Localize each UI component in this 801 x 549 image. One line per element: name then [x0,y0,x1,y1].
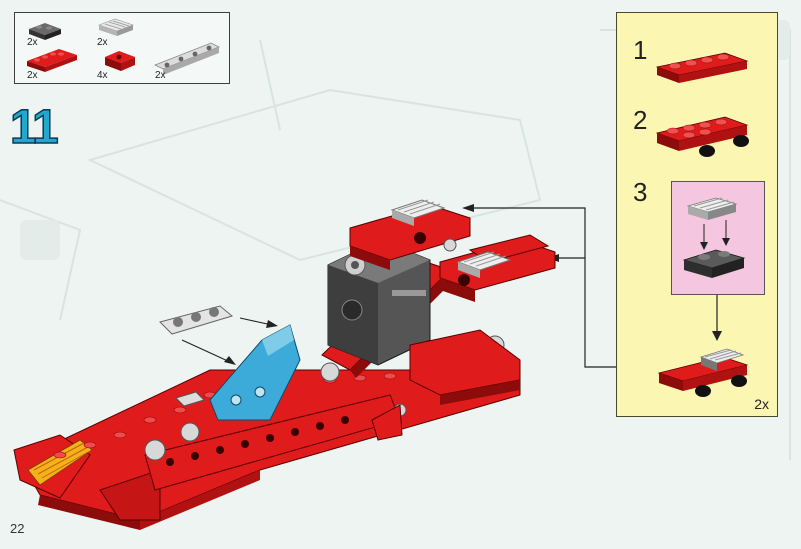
connector-arrows [470,207,616,368]
part-qty: 2x [27,37,38,48]
light-gray-grille-tile-icon [98,18,134,36]
sub-sub-assembly-box [671,181,765,295]
part-qty: 2x [155,70,166,81]
sub-step-number: 2 [633,105,648,135]
part-qty: 2x [97,37,108,48]
light-gray-grille-tile-icon [686,197,738,220]
callout-illustrations [655,52,749,397]
parts-list-box: 2x 2x 2x 4x 2x [14,12,230,84]
sub-assembly-callout: 1 2 3 2x [616,12,778,417]
red-plate-with-wheels-icon [655,116,749,157]
part-qty: 2x [27,70,38,81]
red-plate-1x4-icon [655,52,749,83]
parts-illustrations [27,18,220,75]
rear-section [371,329,521,441]
red-slope-brick-icon [105,51,135,71]
sub-step-number: 3 [633,177,648,207]
grille-on-plate-illustration [682,197,746,278]
blue-seat [209,324,301,421]
part-qty: 4x [97,70,108,81]
grille-tile-top [390,199,446,226]
red-plate-1x4-icon [27,49,77,72]
grille-tile-lower [456,251,512,278]
quantity-multiplier: 2x [754,396,769,412]
red-plate-with-grille-icon [657,348,749,397]
dark-gray-plate-1x2-icon [682,249,746,278]
step-number: 11 [9,100,59,155]
technic-beam-insert [159,305,278,365]
dark-gray-plate-1x2-icon [29,23,61,40]
light-gray-technic-beam-icon [154,42,220,75]
sub-step-number: 1 [633,35,648,65]
page-number: 22 [10,521,25,536]
printed-tile [175,391,205,407]
gearbox-block [327,239,431,366]
